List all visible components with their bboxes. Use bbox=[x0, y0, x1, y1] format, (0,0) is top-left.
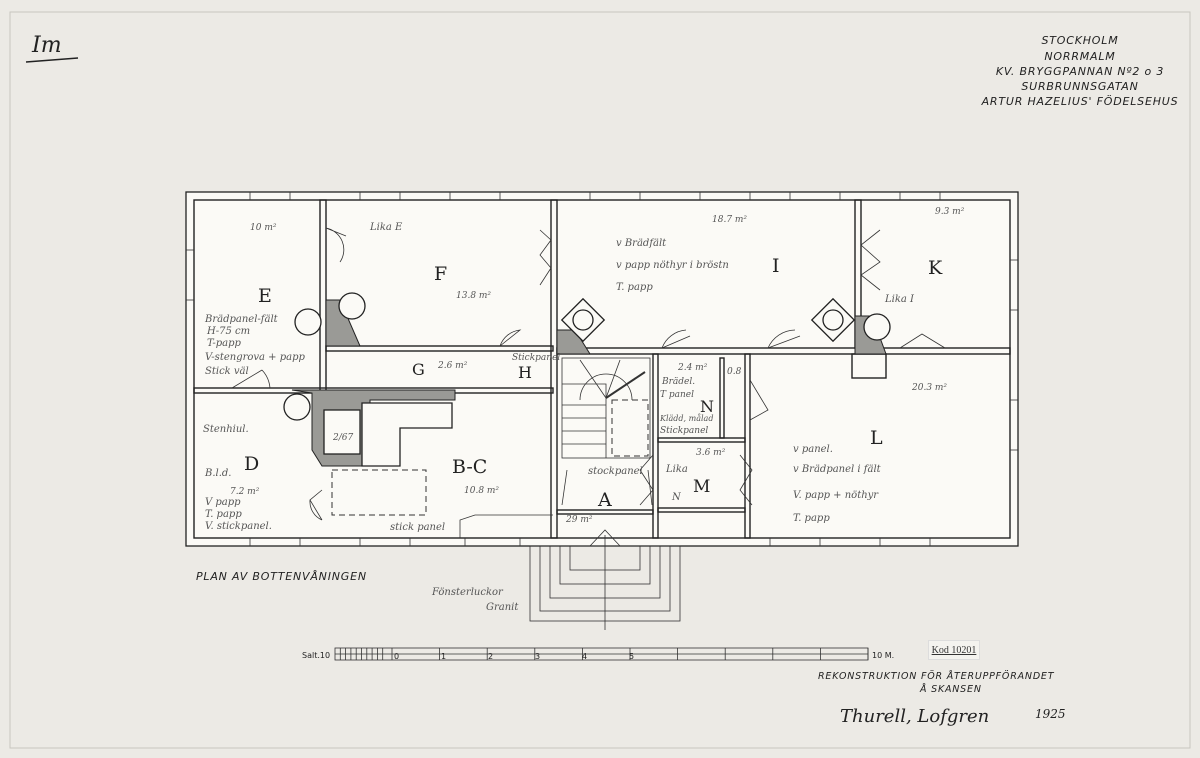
room-n-area: 2.4 m² bbox=[677, 363, 708, 373]
title-line-5: ARTUR HAZELIUS' FÖDELSEHUS bbox=[981, 95, 1179, 108]
room-e-note: T-papp bbox=[207, 338, 242, 349]
title-line-4: SURBRUNNSGATAN bbox=[1021, 80, 1138, 93]
room-e-note: Brädpanel-fält bbox=[204, 314, 279, 325]
room-e-note: Stick väl bbox=[205, 366, 249, 377]
room-a-note: stockpanel bbox=[588, 466, 643, 477]
room-e-area: 10 m² bbox=[250, 223, 277, 233]
room-bc-label: B-C bbox=[452, 456, 487, 478]
room-l-note: v Brädpanel i fält bbox=[793, 464, 882, 475]
sheet-mark-underline bbox=[25, 57, 79, 63]
stoves bbox=[283, 292, 891, 538]
room-d-note: B.l.d. bbox=[204, 468, 231, 479]
reconstruction-location: Å SKANSEN bbox=[919, 683, 982, 695]
room-e-label: E bbox=[258, 285, 272, 307]
room-i-note: v Brädfält bbox=[616, 238, 667, 249]
room-h-note: Stickpanel bbox=[512, 353, 560, 363]
scale-tick-label: 4 bbox=[582, 652, 587, 661]
room-g-label: G bbox=[412, 360, 425, 379]
room-l-note: v panel. bbox=[793, 444, 833, 455]
room-l-label: L bbox=[870, 427, 883, 449]
room-bc-note: 2/67 bbox=[332, 433, 353, 443]
plan-title: PLAN AV BOTTENVÅNINGEN bbox=[196, 570, 367, 583]
room-d-label: D bbox=[244, 453, 259, 475]
room-f-area: 13.8 m² bbox=[456, 291, 491, 301]
room-n-note: Klädd, målad bbox=[659, 414, 713, 423]
title-block: STOCKHOLM NORRMALM KV. BRYGGPANNAN Nº2 o… bbox=[981, 34, 1179, 108]
room-m-label: M bbox=[693, 477, 710, 497]
room-i-note: v papp nöthyr i bröstn bbox=[616, 260, 729, 271]
room-e-note: H-75 cm bbox=[206, 326, 250, 337]
room-m-area: 3.6 m² bbox=[696, 448, 726, 458]
catalog-code-label: Kod 10201 bbox=[928, 640, 980, 660]
room-n-note: Brädel. bbox=[661, 377, 695, 387]
door-swings bbox=[231, 227, 946, 521]
room-i-note: T. papp bbox=[616, 282, 653, 293]
room-bc-note: stick panel bbox=[390, 522, 445, 533]
reconstruction-note: REKONSTRUKTION FÖR ÅTERUPPFÖRANDET bbox=[818, 670, 1055, 682]
room-f-label: F bbox=[434, 263, 447, 285]
scale-left-label: Salt.10 bbox=[302, 651, 330, 660]
signature-year: 1925 bbox=[1035, 707, 1066, 721]
signature: Thurell, Lofgren bbox=[840, 706, 989, 727]
title-line-2: NORRMALM bbox=[1044, 50, 1115, 63]
room-d-note: T. papp bbox=[205, 509, 242, 520]
room-n-label: N bbox=[700, 397, 714, 416]
scale-tick-label: 5 bbox=[629, 652, 634, 661]
room-d-area: 7.2 m² bbox=[230, 487, 260, 497]
room-d-note: V. stickpanel. bbox=[205, 521, 272, 532]
entrance-note: Fönsterluckor bbox=[431, 587, 504, 598]
title-line-1: STOCKHOLM bbox=[1041, 34, 1118, 47]
room-d-note: V papp bbox=[205, 497, 241, 508]
room-g-area: 2.6 m² bbox=[437, 361, 468, 371]
scale-tick-label: 1 bbox=[441, 652, 446, 661]
room-i-label: I bbox=[772, 255, 780, 277]
scale-tick-label: 3 bbox=[535, 652, 540, 661]
room-a-area: 29 m² bbox=[565, 515, 593, 525]
room-n-note: T panel bbox=[660, 390, 694, 400]
scale-tick-label: 2 bbox=[488, 652, 493, 661]
entrance-note: Granit bbox=[486, 602, 519, 613]
room-n-note: Stickpanel bbox=[660, 426, 708, 436]
sheet-edge bbox=[9, 11, 1191, 749]
room-a-label: A bbox=[597, 489, 612, 511]
room-m-note: N bbox=[671, 492, 682, 503]
scale-right-label: 10 M. bbox=[872, 651, 894, 660]
room-k-area: 9.3 m² bbox=[935, 207, 965, 217]
room-m-note: Lika bbox=[665, 464, 688, 475]
room-k-label: K bbox=[928, 257, 943, 279]
outer-walls bbox=[185, 191, 1019, 547]
scale-bar: Salt.10 0 1 2 3 4 5 10 M. bbox=[302, 647, 894, 661]
staircase bbox=[561, 357, 651, 459]
scale-tick-label: 0 bbox=[394, 652, 399, 661]
room-h-label: H bbox=[518, 363, 532, 382]
room-k-note: Lika I bbox=[884, 294, 915, 305]
room-e-note: V-stengrova + papp bbox=[205, 352, 306, 363]
room-l-note: T. papp bbox=[793, 513, 830, 524]
room-bc-area: 10.8 m² bbox=[464, 486, 499, 496]
room-l-note: V. papp + nöthyr bbox=[793, 490, 879, 501]
room-n-side-measure: 0.8 bbox=[727, 367, 742, 377]
title-line-3: KV. BRYGGPANNAN Nº2 o 3 bbox=[996, 65, 1164, 78]
entrance-steps bbox=[529, 529, 681, 630]
room-labels: E 10 m² Brädpanel-fält H-75 cm T-papp V-… bbox=[203, 207, 965, 533]
sheet-mark: Im bbox=[31, 33, 62, 58]
room-f-note: Lika E bbox=[369, 222, 403, 233]
room-i-area: 18.7 m² bbox=[712, 215, 747, 225]
room-l-area: 20.3 m² bbox=[911, 383, 947, 393]
room-d-note: Stenhiul. bbox=[203, 424, 249, 435]
